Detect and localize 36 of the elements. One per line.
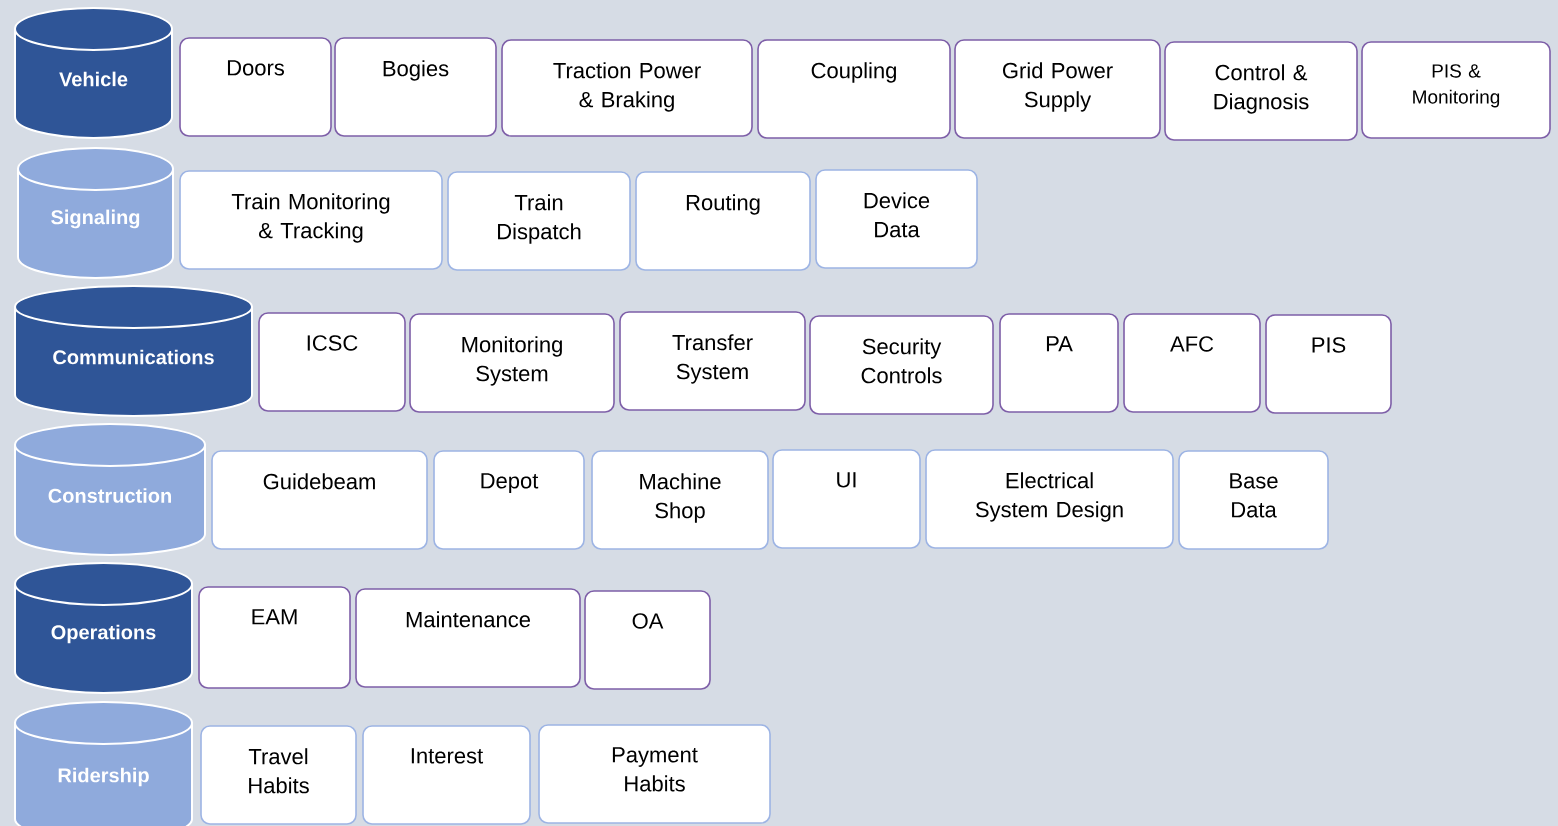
text-box: Electrical System Design bbox=[925, 449, 1174, 549]
text-box: EAM bbox=[198, 586, 351, 689]
text-box: Bogies bbox=[334, 37, 497, 137]
text-box: Coupling bbox=[757, 39, 951, 139]
text-box: Depot bbox=[433, 450, 585, 550]
cylinder: Operations bbox=[14, 562, 193, 694]
text-box: Base Data bbox=[1178, 450, 1329, 550]
text-box: Train Monitoring & Tracking bbox=[179, 170, 443, 270]
text-box: Monitoring System bbox=[409, 313, 615, 413]
cylinder: Vehicle bbox=[14, 7, 173, 139]
text-box: Payment Habits bbox=[538, 724, 771, 824]
text-box: Control & Diagnosis bbox=[1164, 41, 1358, 141]
cylinder: Ridership bbox=[14, 701, 193, 826]
cylinder: Construction bbox=[14, 423, 206, 556]
text-box: Interest bbox=[362, 725, 531, 825]
text-box: PIS & Monitoring bbox=[1361, 41, 1551, 139]
text-box: Maintenance bbox=[355, 588, 581, 688]
text-box: Travel Habits bbox=[200, 725, 357, 825]
text-box: Security Controls bbox=[809, 315, 994, 415]
text-box: UI bbox=[772, 449, 921, 549]
text-box: Traction Power & Braking bbox=[501, 39, 753, 137]
text-box: Doors bbox=[179, 37, 332, 137]
cylinder: Signaling bbox=[17, 147, 174, 279]
text-box: PA bbox=[999, 313, 1119, 413]
text-box: Transfer System bbox=[619, 311, 806, 411]
text-box: Device Data bbox=[815, 169, 978, 269]
text-box: OA bbox=[584, 590, 711, 690]
cylinder: Communications bbox=[14, 285, 253, 417]
text-box: AFC bbox=[1123, 313, 1261, 413]
text-box: ICSC bbox=[258, 312, 406, 412]
text-box: Grid Power Supply bbox=[954, 39, 1161, 139]
text-box: PIS bbox=[1265, 314, 1392, 414]
text-box: Guidebeam bbox=[211, 450, 428, 550]
text-box: Train Dispatch bbox=[447, 171, 631, 271]
text-box: Machine Shop bbox=[591, 450, 769, 550]
text-box: Routing bbox=[635, 171, 811, 271]
